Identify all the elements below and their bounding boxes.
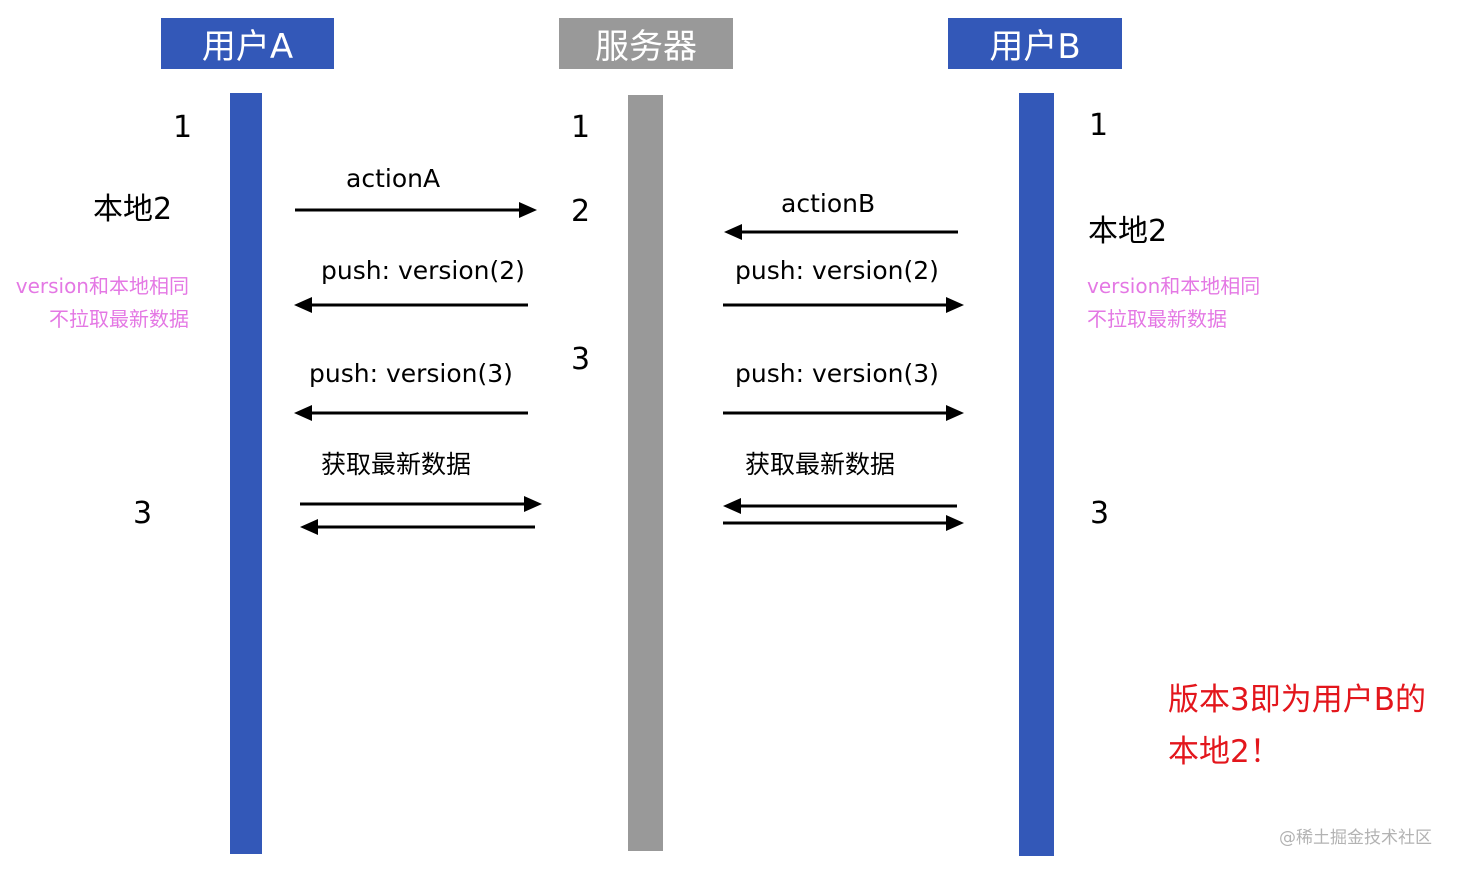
arrow-push-v2-to-a — [294, 297, 528, 313]
arrow-fetch-request-b — [723, 498, 957, 514]
user-b-note: version和本地相同 不拉取最新数据 — [1087, 270, 1260, 336]
watermark: @稀土掘金技术社区 — [1279, 828, 1432, 848]
user-a-note-line2: 不拉取最新数据 — [49, 307, 189, 331]
user-a-header: 用户A — [161, 18, 334, 69]
label-fetch-latest-b: 获取最新数据 — [745, 450, 896, 479]
label-fetch-latest-a: 获取最新数据 — [321, 450, 472, 479]
user-a-note: version和本地相同 不拉取最新数据 — [0, 270, 189, 336]
label-action-a: actionA — [346, 164, 441, 193]
user-b-lifeline — [1019, 93, 1054, 856]
label-action-b: actionB — [781, 189, 876, 218]
server-header-label: 服务器 — [595, 27, 697, 67]
label-push-v3-to-b: push: version(3) — [735, 359, 939, 388]
user-a-version-1: 1 — [173, 110, 193, 145]
user-b-header: 用户B — [948, 18, 1122, 69]
user-a-note-line1: version和本地相同 — [15, 274, 189, 298]
arrow-push-v2-to-b — [723, 297, 964, 313]
server-version-1: 1 — [571, 110, 591, 145]
user-a-header-label: 用户A — [201, 27, 294, 67]
conclusion-note: 版本3即为用户B的 本地2！ — [1168, 674, 1426, 778]
conclusion-line1: 版本3即为用户B的 — [1168, 682, 1426, 718]
conclusion-line2: 本地2！ — [1168, 734, 1281, 770]
user-b-local-2: 本地2 — [1088, 214, 1168, 249]
user-b-version-1: 1 — [1089, 108, 1109, 143]
server-version-2: 2 — [571, 194, 591, 229]
arrow-fetch-request-a — [300, 496, 542, 512]
arrow-action-b — [724, 224, 958, 240]
arrow-fetch-response-b — [723, 515, 964, 531]
user-a-local-2: 本地2 — [93, 192, 173, 227]
server-header: 服务器 — [559, 18, 733, 69]
arrow-fetch-response-a — [300, 519, 535, 535]
label-push-v3-to-a: push: version(3) — [309, 359, 513, 388]
arrow-action-a — [295, 202, 537, 218]
label-push-v2-to-a: push: version(2) — [321, 256, 525, 285]
user-b-version-3: 3 — [1090, 496, 1110, 531]
server-version-3: 3 — [571, 342, 591, 377]
arrow-push-v3-to-b — [723, 405, 964, 421]
label-push-v2-to-b: push: version(2) — [735, 256, 939, 285]
user-a-lifeline — [230, 93, 262, 854]
user-b-header-label: 用户B — [989, 27, 1081, 67]
arrow-push-v3-to-a — [294, 405, 528, 421]
server-lifeline — [628, 95, 663, 851]
user-b-note-line1: version和本地相同 — [1087, 274, 1261, 298]
user-a-version-3: 3 — [133, 496, 153, 531]
user-b-note-line2: 不拉取最新数据 — [1087, 307, 1227, 331]
